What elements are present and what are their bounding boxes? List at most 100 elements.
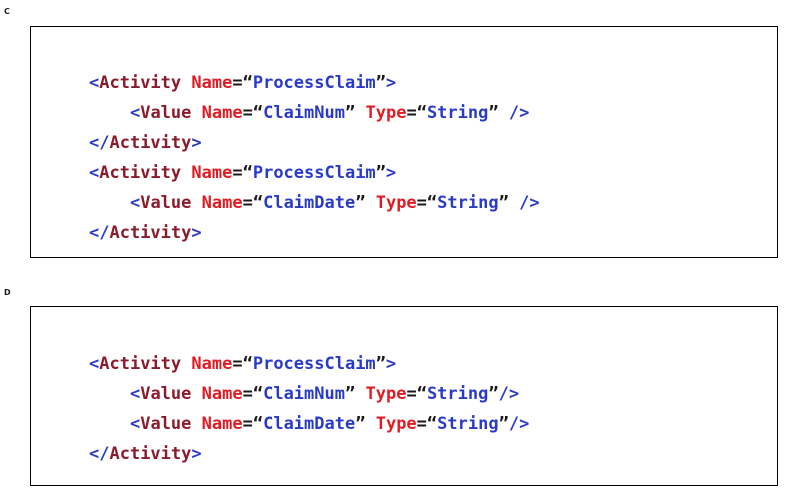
quote-open: “ [242, 73, 253, 93]
tag-terminator: > [385, 163, 397, 183]
equals-sign: = [406, 384, 417, 404]
quote-open: “ [416, 103, 427, 123]
xml-attribute-value: String [426, 384, 489, 404]
xml-tag-name: Activity [99, 163, 182, 183]
code-space [181, 163, 191, 183]
tag-terminator: > [191, 444, 202, 464]
quote-open: “ [252, 414, 264, 434]
equals-sign: = [242, 103, 253, 123]
code-listing-d: <Activity Name=“ProcessClaim”> <Value Na… [31, 324, 777, 469]
equals-sign: = [232, 73, 243, 93]
quote-open: “ [242, 163, 253, 183]
code-space [191, 414, 201, 434]
xml-tag-name: Value [140, 384, 192, 404]
equals-sign: = [242, 384, 253, 404]
quote-close: ” [375, 73, 386, 93]
quote-open: “ [252, 193, 264, 213]
code-line: </Activity> [89, 223, 202, 243]
equals-sign: = [406, 103, 417, 123]
code-indent [89, 193, 130, 213]
angle-bracket-open: < [129, 193, 141, 213]
xml-tag-name: Activity [109, 444, 192, 464]
code-listing-c: <Activity Name=“ProcessClaim”> <Value Na… [31, 44, 777, 248]
code-indent [89, 103, 130, 123]
angle-bracket-open: < [89, 163, 100, 183]
equals-sign: = [416, 193, 427, 213]
code-space [355, 103, 365, 123]
code-space [191, 103, 201, 123]
xml-attribute-name: Type [365, 103, 407, 123]
code-indent [89, 414, 130, 434]
tag-terminator: > [191, 133, 202, 153]
code-line: <Value Name=“ClaimNum” Type=“String”/> [89, 384, 519, 404]
quote-close: ” [498, 193, 509, 213]
angle-bracket-open: </ [89, 223, 110, 243]
code-indent [89, 384, 130, 404]
equals-sign: = [232, 354, 243, 374]
code-line: <Value Name=“ClaimDate” Type=“String”/> [89, 414, 529, 434]
xml-attribute-name: Name [201, 193, 243, 213]
xml-attribute-value: ClaimNum [263, 103, 345, 123]
xml-attribute-value: ClaimNum [263, 384, 345, 404]
xml-attribute-name: Name [191, 354, 233, 374]
quote-close: ” [375, 163, 386, 183]
xml-tag-name: Activity [109, 133, 192, 153]
quote-open: “ [426, 193, 438, 213]
code-line: </Activity> [89, 133, 202, 153]
code-space [365, 193, 375, 213]
angle-bracket-open: < [89, 73, 100, 93]
angle-bracket-open: </ [89, 133, 110, 153]
code-space [181, 354, 191, 374]
code-space [181, 73, 191, 93]
quote-close: ” [355, 414, 366, 434]
xml-attribute-value: ProcessClaim [252, 354, 376, 374]
xml-attribute-value: ClaimDate [263, 193, 356, 213]
xml-tag-name: Value [140, 103, 192, 123]
xml-tag-name: Value [140, 414, 192, 434]
code-line: <Value Name=“ClaimDate” Type=“String” /> [89, 193, 540, 213]
equals-sign: = [232, 163, 243, 183]
code-block-c: <Activity Name=“ProcessClaim”> <Value Na… [30, 26, 778, 258]
xml-attribute-name: Name [201, 384, 243, 404]
xml-attribute-value: String [437, 414, 499, 434]
xml-attribute-name: Name [191, 73, 233, 93]
code-block-d: <Activity Name=“ProcessClaim”> <Value Na… [30, 306, 778, 486]
xml-attribute-name: Type [375, 193, 417, 213]
xml-attribute-name: Name [191, 163, 233, 183]
code-space [191, 384, 201, 404]
xml-attribute-value: ClaimDate [263, 414, 356, 434]
xml-attribute-name: Type [375, 414, 417, 434]
tag-terminator: > [385, 73, 397, 93]
code-space [355, 384, 365, 404]
tag-terminator: /> [498, 384, 520, 404]
tag-terminator: /> [508, 103, 530, 123]
quote-open: “ [252, 384, 264, 404]
xml-attribute-value: ProcessClaim [252, 73, 376, 93]
quote-open: “ [426, 414, 438, 434]
quote-open: “ [416, 384, 427, 404]
code-space [509, 193, 519, 213]
code-line: <Activity Name=“ProcessClaim”> [89, 163, 396, 183]
angle-bracket-open: < [129, 414, 141, 434]
quote-close: ” [355, 193, 366, 213]
equals-sign: = [242, 193, 253, 213]
equals-sign: = [416, 414, 427, 434]
tag-terminator: > [191, 223, 202, 243]
xml-attribute-name: Type [365, 384, 407, 404]
code-line: <Activity Name=“ProcessClaim”> [89, 354, 396, 374]
quote-close: ” [344, 384, 356, 404]
xml-tag-name: Value [140, 193, 192, 213]
code-line: </Activity> [89, 444, 202, 464]
code-space [365, 414, 375, 434]
angle-bracket-open: </ [89, 444, 110, 464]
angle-bracket-open: < [129, 384, 141, 404]
tag-terminator: /> [519, 193, 540, 213]
tag-terminator: > [385, 354, 397, 374]
quote-close: ” [498, 414, 509, 434]
code-space [499, 103, 509, 123]
xml-tag-name: Activity [99, 73, 182, 93]
xml-attribute-value: String [437, 193, 499, 213]
quote-close: ” [375, 354, 386, 374]
quote-open: “ [252, 103, 264, 123]
xml-attribute-value: String [426, 103, 489, 123]
